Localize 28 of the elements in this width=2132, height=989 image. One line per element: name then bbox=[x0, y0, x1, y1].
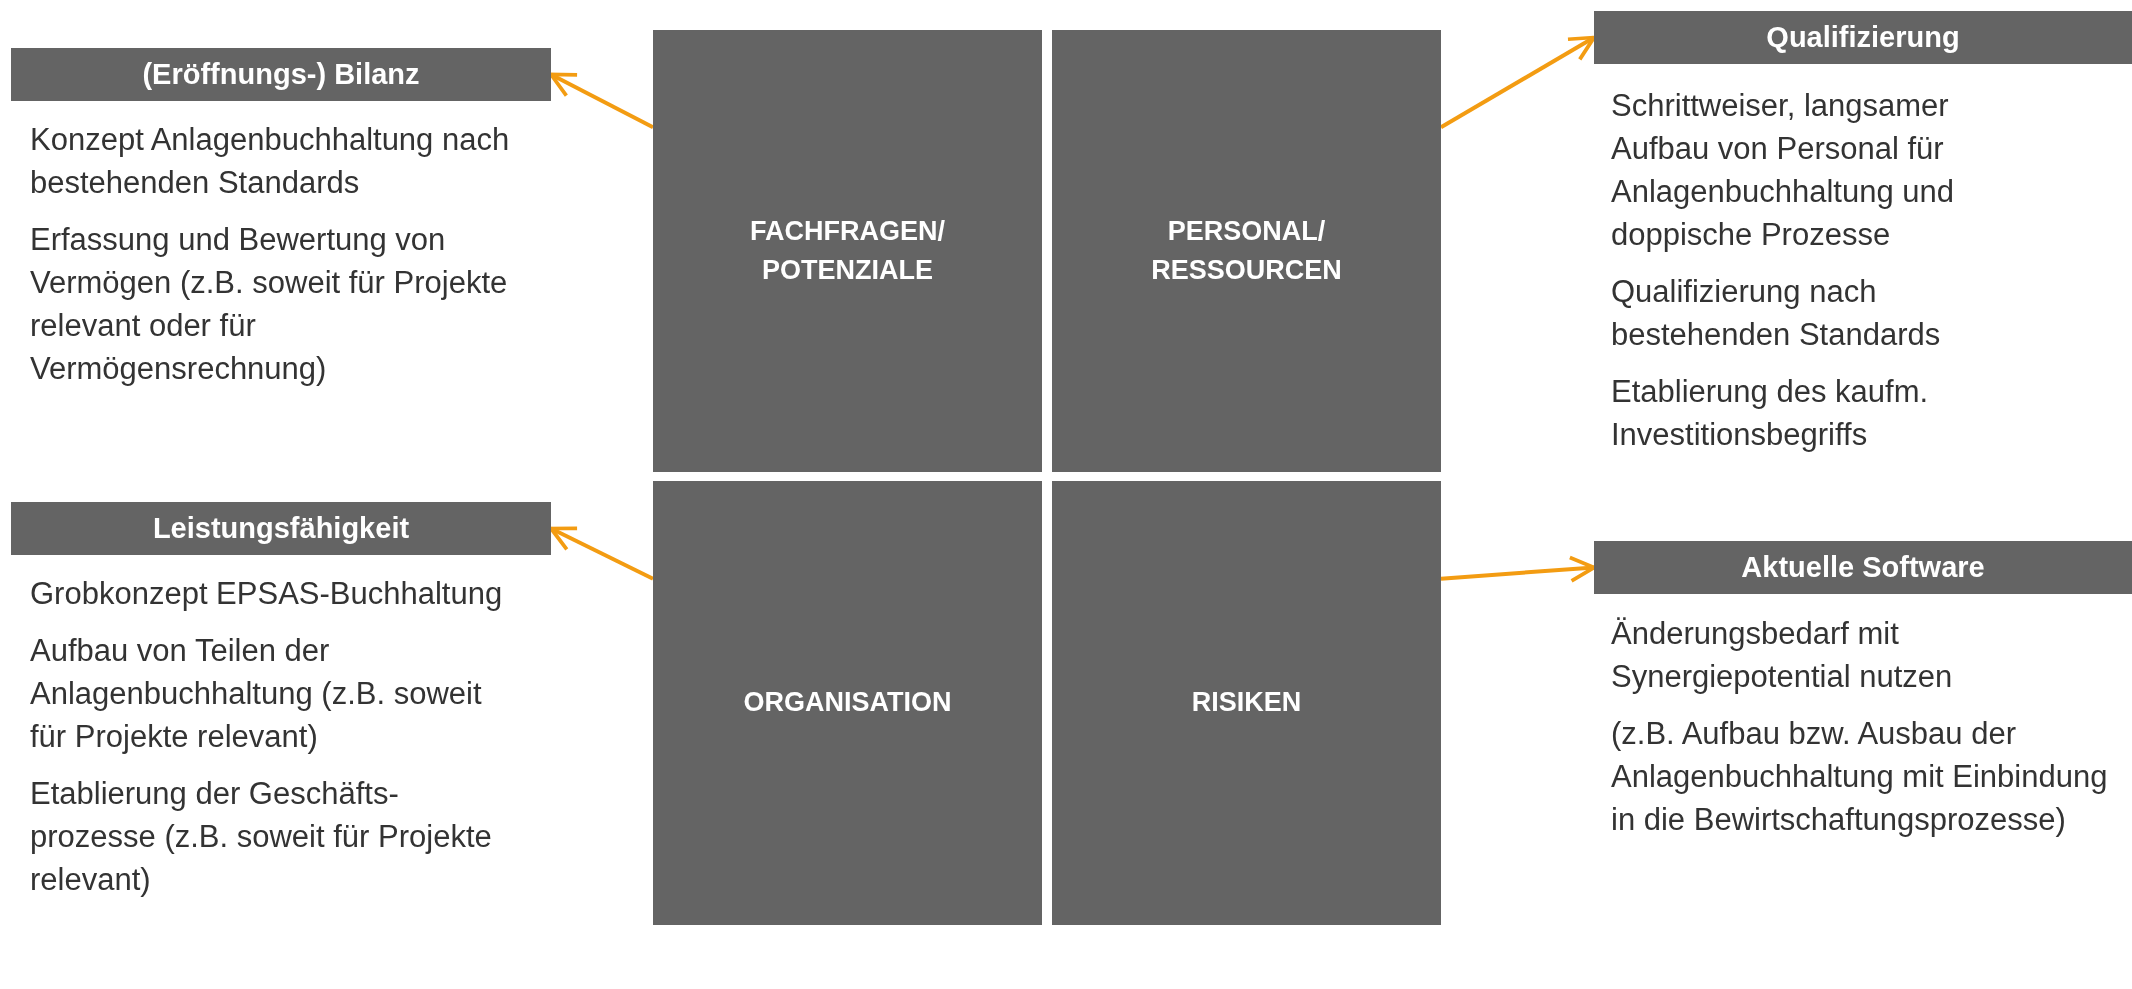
quadrant-title: PERSONAL/ RESSOURCEN bbox=[1150, 214, 1343, 287]
quadrant-title: FACHFRAGEN/ POTENZIALE bbox=[749, 214, 946, 287]
quadrant-box bbox=[653, 481, 1042, 925]
bullet-text: Schrittweiser, langsamer Aufbau von Personal für Anlagenbuchhaltung und doppische Prozesse bbox=[1611, 87, 1956, 254]
heading-bar bbox=[1594, 11, 2132, 64]
quadrant-box bbox=[653, 30, 1042, 472]
bullet-text: Grobkonzept EPSAS-Buchhaltung bbox=[30, 575, 504, 613]
bullet-text: Aufbau von Teilen der Anlagenbuchhaltung (z.B. soweit für Projekte relevant) bbox=[30, 632, 483, 756]
arrow bbox=[1440, 35, 1596, 129]
bullet-text: (z.B. Aufbau bzw. Ausbau der Anlagenbuchhaltung mit Einbindung in die Bewirtschaftungsprozesse) bbox=[1611, 715, 2109, 839]
heading-text: Aktuelle Software bbox=[1741, 551, 1985, 584]
bullet-text: Etablierung der Geschäfts- prozesse (z.B. soweit für Projekte relevant) bbox=[30, 775, 493, 899]
heading-bar bbox=[11, 502, 551, 555]
bullet-text: Konzept Anlagenbuchhaltung nach bestehenden Standards bbox=[30, 121, 511, 202]
bullet-text: Erfassung und Bewertung von Vermögen (z.B. soweit für Projekte relevant oder für Vermögensrechnung) bbox=[30, 221, 509, 388]
bullet-text: Qualifizierung nach bestehenden Standards bbox=[1611, 273, 1942, 354]
heading-bar bbox=[1594, 541, 2132, 594]
heading-text: Qualifizierung bbox=[1766, 21, 1960, 54]
quadrant-box bbox=[1052, 30, 1441, 472]
heading-text: (Eröffnungs-) Bilanz bbox=[142, 58, 420, 91]
bullet-text: Etablierung des kaufm. Investitionsbegriffs bbox=[1611, 373, 1930, 454]
heading-text: Leistungsfähigkeit bbox=[152, 512, 410, 545]
bullet-text: Änderungsbedarf mit Synergiepotential nutzen bbox=[1611, 615, 1954, 696]
arrow bbox=[1440, 555, 1596, 583]
quadrant-title: RISIKEN bbox=[1191, 686, 1302, 720]
quadrant-box bbox=[1052, 481, 1441, 925]
heading-bar bbox=[11, 48, 551, 101]
quadrant-title: ORGANISATION bbox=[743, 686, 952, 720]
